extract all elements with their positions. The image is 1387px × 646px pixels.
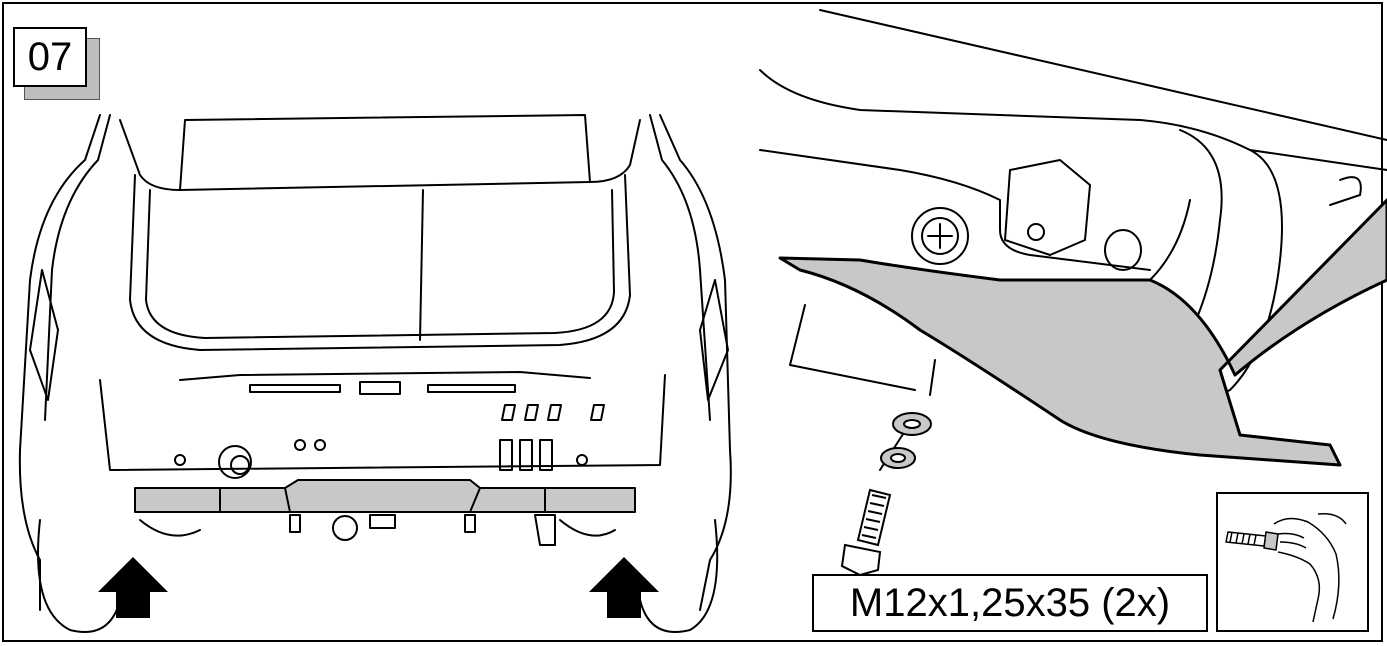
bolt-spec-label: M12x1,25x35 (2x) [812, 574, 1208, 632]
tail-light-right [699, 279, 729, 401]
arrow-up-icon [98, 557, 168, 618]
bolt-m12 [840, 488, 892, 577]
tightening-detail-box [1216, 492, 1369, 632]
tail-light-left [29, 269, 59, 401]
rear-panel [99, 374, 666, 471]
arrow-up-icon [589, 557, 659, 618]
body-left-outline [18, 114, 101, 611]
body-right-outline [659, 114, 732, 611]
tailgate-opening [119, 119, 641, 191]
vehicle-rear-view [18, 114, 732, 633]
step-number-badge: 07 [13, 27, 87, 87]
tyre-left [37, 519, 121, 633]
body-bolt-head [911, 207, 969, 265]
boot-frame [129, 174, 631, 351]
mounting-plate [778, 198, 1387, 467]
hand-tighten-icon [1225, 512, 1347, 623]
electrical-socket [332, 515, 358, 541]
tyre-right [639, 519, 719, 633]
